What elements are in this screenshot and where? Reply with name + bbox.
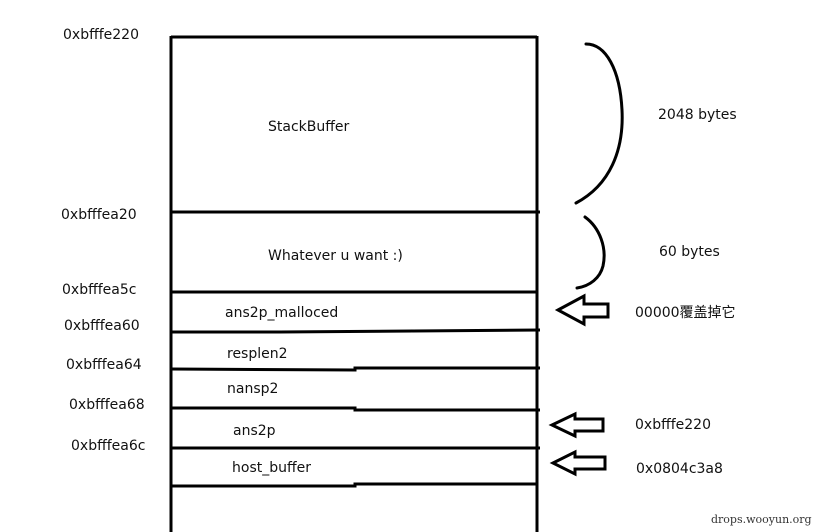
segment-label-host-buffer: host_buffer <box>232 460 311 476</box>
separator-0xbfffea60 <box>171 328 541 334</box>
address-label: 0xbfffea64 <box>66 357 142 373</box>
size-annotation-whatever: 60 bytes <box>659 244 720 260</box>
size-annotation-stackbuffer: 2048 bytes <box>658 107 737 123</box>
address-label: 0xbfffea6c <box>71 438 146 454</box>
separator-bottom <box>171 482 537 488</box>
ans2p-value-note: 0xbfffe220 <box>635 417 711 433</box>
address-label: 0xbfffea20 <box>61 207 137 223</box>
address-label: 0xbfffea60 <box>64 318 140 334</box>
segment-label-whatever: Whatever u want :) <box>268 248 403 264</box>
segment-label-nansp2: nansp2 <box>227 381 279 397</box>
segment-label-resplen2: resplen2 <box>227 346 288 362</box>
brace-60-bytes <box>575 215 606 290</box>
segment-label-ans2p: ans2p <box>233 423 276 439</box>
separator-0xbfffea64 <box>170 366 540 372</box>
arrow-ans2p <box>548 411 605 439</box>
watermark: drops.wooyun.org <box>711 513 812 526</box>
host-buffer-value-note: 0x0804c3a8 <box>636 461 723 477</box>
address-label: 0xbfffea5c <box>62 282 137 298</box>
address-label: 0xbfffe220 <box>63 27 139 43</box>
address-label: 0xbfffea68 <box>69 397 145 413</box>
segment-label-ans2p-malloced: ans2p_malloced <box>225 305 339 321</box>
arrow-overwrite <box>554 293 610 327</box>
separator-0xbfffea68 <box>171 406 540 412</box>
arrow-host-buffer <box>549 449 607 477</box>
brace-2048-bytes <box>574 42 624 205</box>
segment-label-stackbuffer: StackBuffer <box>268 119 350 135</box>
overwrite-note: 00000覆盖掉它 <box>635 305 736 321</box>
